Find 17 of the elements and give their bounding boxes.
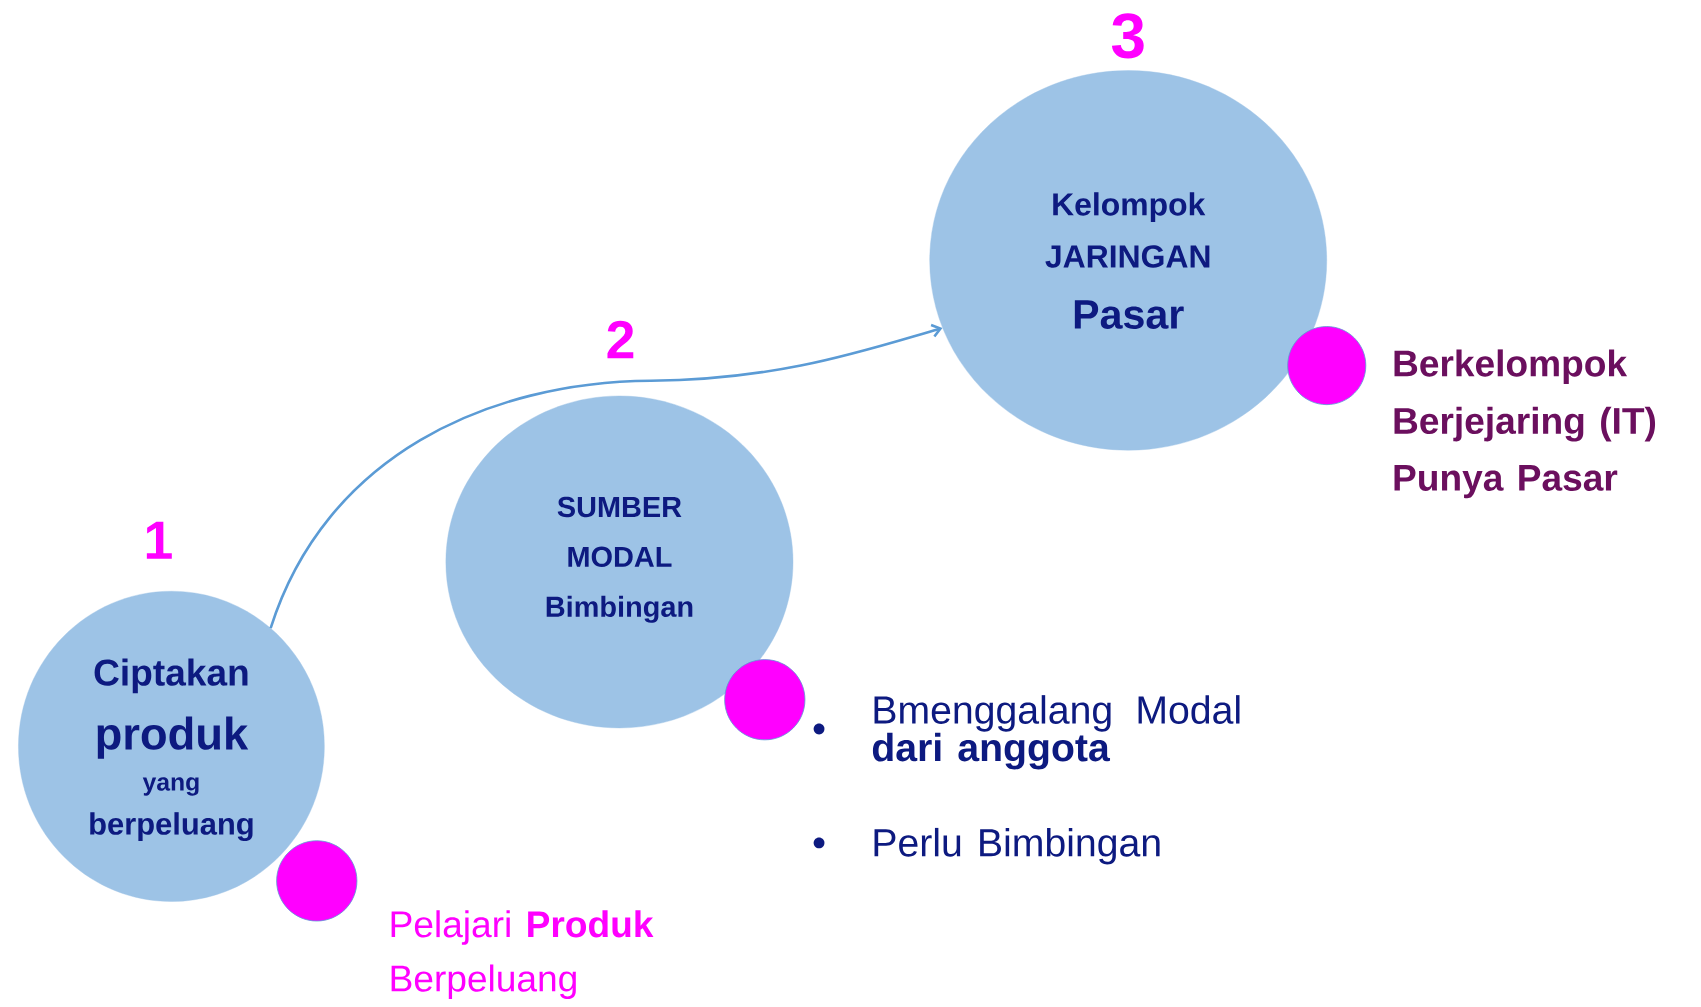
dot-marker xyxy=(724,659,806,741)
curved-arrow xyxy=(269,323,943,629)
note-text: Berjejaring (IT) xyxy=(1394,406,1656,442)
dot-marker xyxy=(276,840,358,922)
note-text: Pelajari Produk xyxy=(391,910,654,945)
note-text: Perlu Bimbingan xyxy=(874,828,1160,865)
step-number: 3 xyxy=(1111,13,1144,59)
note-text: Bmenggalang Modal dari anggota xyxy=(872,695,1240,770)
circle-node: Kelompok JARINGAN Pasar xyxy=(929,70,1327,451)
circle-node: Ciptakan produk yang berpeluang xyxy=(18,591,325,902)
dot-marker xyxy=(1287,326,1367,406)
note-text: Berpeluang xyxy=(391,964,576,1000)
step-number: 2 xyxy=(607,320,634,359)
step-number: 1 xyxy=(146,521,172,559)
circle-node: SUMBER MODAL Bimbingan xyxy=(445,395,794,729)
note-text: Punya Pasar xyxy=(1394,465,1618,499)
note-text: Berkelompok xyxy=(1394,349,1628,385)
